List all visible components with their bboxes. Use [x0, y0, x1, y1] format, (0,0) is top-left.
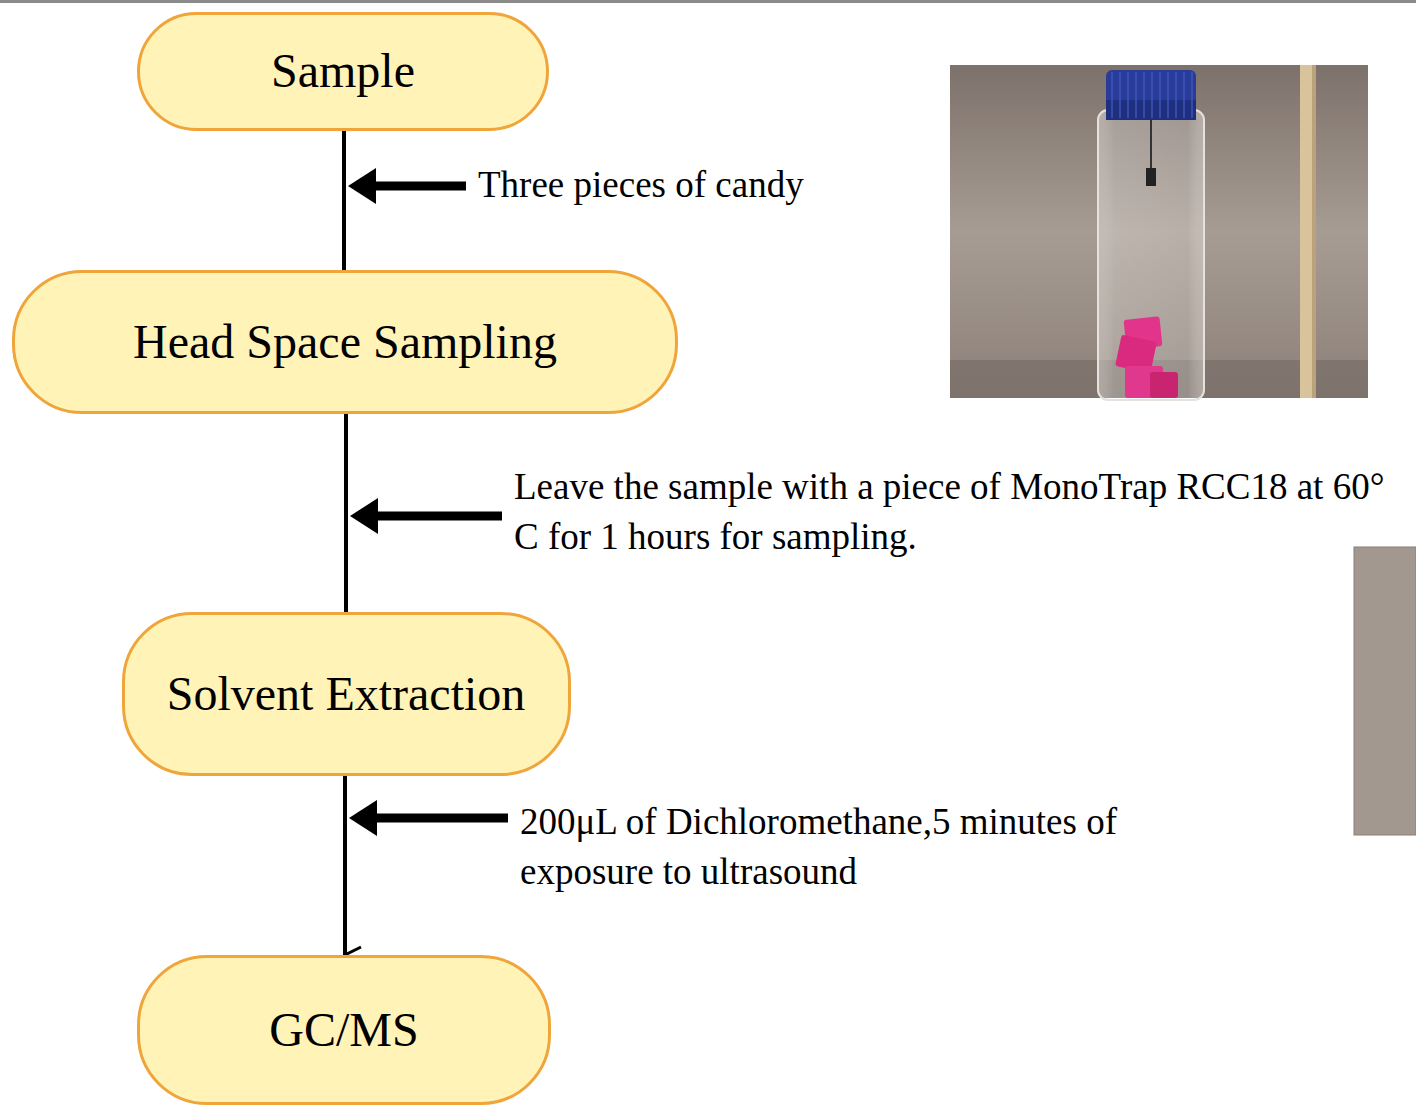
box-label: Sample: [271, 45, 415, 98]
second-photo: [1354, 547, 1416, 835]
process-box: GC/MS: [137, 955, 551, 1105]
second-photo-edge: [1354, 547, 1416, 835]
box-label: Solvent Extraction: [167, 668, 526, 721]
pointer-arrow: [350, 498, 502, 534]
flow-connector: [343, 776, 347, 955]
pointer-arrow: [348, 168, 466, 204]
step-note: Three pieces of candy: [478, 160, 998, 210]
flow-connector: [342, 131, 346, 270]
vial-photo: [950, 65, 1368, 400]
box-label: Head Space Sampling: [133, 316, 557, 369]
process-box: Solvent Extraction: [122, 612, 571, 776]
pointer-arrow: [349, 800, 508, 836]
step-note: Leave the sample with a piece of MonoTra…: [514, 462, 1412, 562]
step-note: 200μL of Dichloromethane,5 minutes of ex…: [520, 797, 1220, 897]
top-rule: [0, 0, 1416, 3]
process-box: Sample: [137, 12, 549, 131]
process-box: Head Space Sampling: [12, 270, 678, 414]
flow-connector: [344, 414, 348, 612]
box-label: GC/MS: [269, 1004, 418, 1057]
